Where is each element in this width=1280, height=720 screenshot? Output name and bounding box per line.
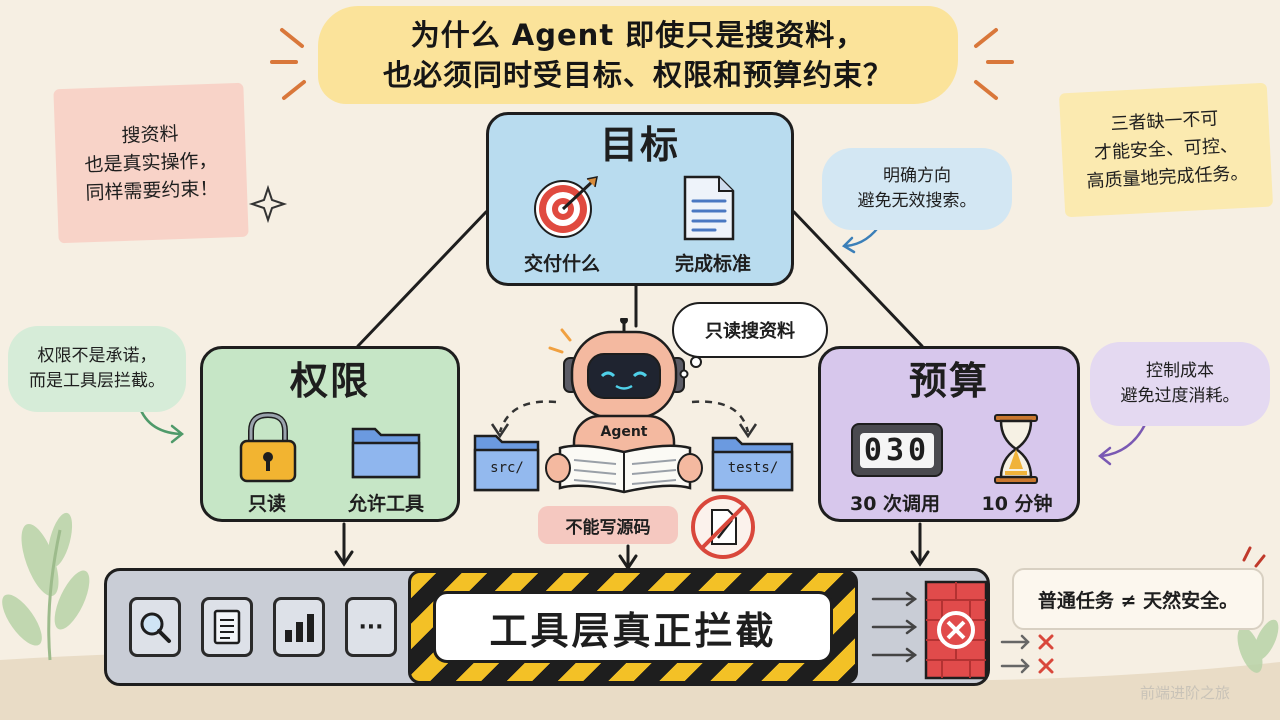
brick-wall-icon — [924, 580, 988, 680]
permission-title: 权限 — [289, 359, 370, 403]
permission-box: 权限 只读 允许工具 — [200, 346, 460, 522]
goal-item-criteria: 完成标准 — [674, 253, 751, 275]
goal-title: 目标 — [599, 123, 680, 167]
src-folder-label: src/ — [490, 460, 524, 476]
thought-bubble: 只读搜资料 — [672, 302, 828, 358]
thought-dots — [679, 356, 702, 379]
page-title: 为什么 Agent 即使只是搜资料， 也必须同时受目标、权限和预算约束？ — [382, 18, 893, 92]
budget-box: 预算 030 30 次调用 10 分钟 — [818, 346, 1080, 522]
goal-item-deliverable: 交付什么 — [523, 253, 600, 275]
note-all-three-text: 三者缺一不可 才能安全、可控、 高质量地完成任务。 — [1086, 108, 1249, 193]
document-icon — [213, 609, 241, 645]
bubble-budget-text: 控制成本 避免过度消耗。 — [1120, 361, 1240, 406]
note-normal-task: 普通任务 ≠ 天然安全。 — [1012, 568, 1264, 630]
budget-title: 预算 — [908, 359, 989, 403]
tests-folder-icon — [711, 436, 794, 492]
target-icon — [534, 176, 598, 238]
note-all-three: 三者缺一不可 才能安全、可控、 高质量地完成任务。 — [1058, 82, 1274, 218]
tool-chart-button[interactable] — [273, 597, 325, 657]
search-icon — [140, 612, 171, 643]
tests-folder-label: tests/ — [727, 460, 779, 476]
bubble-goal-text: 明确方向 避免无效搜索。 — [857, 166, 977, 211]
tool-more-button[interactable]: ··· — [345, 597, 397, 657]
no-write-tag: 不能写源码 — [538, 506, 678, 544]
tool-document-button[interactable] — [201, 597, 253, 657]
budget-item-minutes: 10 分钟 — [981, 493, 1053, 515]
robot-agent-icon — [545, 318, 703, 494]
bubble-permission: 权限不是承诺， 而是工具层拦截。 — [8, 326, 186, 412]
more-icon: ··· — [358, 614, 384, 640]
permission-item-allowed-tools: 允许工具 — [347, 493, 424, 515]
budget-item-calls: 30 次调用 — [849, 493, 941, 515]
thought-text: 只读搜资料 — [705, 321, 795, 342]
flow-arrows-icon — [871, 591, 918, 663]
title-banner: 为什么 Agent 即使只是搜资料， 也必须同时受目标、权限和预算约束？ — [318, 6, 958, 104]
bubble-permission-text: 权限不是承诺， 而是工具层拦截。 — [29, 346, 165, 391]
blocked-arrows-icon — [1000, 634, 1054, 674]
watermark: 前端进阶之旅 — [1140, 684, 1231, 702]
note-normal-task-text: 普通任务 ≠ 天然安全。 — [1037, 589, 1239, 612]
goal-box: 目标 交付什么 完成标准 — [486, 112, 794, 286]
bar-chart-icon — [285, 614, 314, 642]
permission-item-readonly: 只读 — [247, 493, 286, 515]
hourglass-icon — [994, 414, 1038, 484]
bubble-budget: 控制成本 避免过度消耗。 — [1090, 342, 1270, 426]
counter-icon: 030 — [851, 423, 943, 477]
tool-search-button[interactable] — [129, 597, 181, 657]
tool-block-hazard: 工具层真正拦截 — [408, 570, 858, 684]
tool-block-label: 工具层真正拦截 — [433, 591, 833, 663]
agent-label: Agent — [600, 424, 648, 440]
lock-icon — [239, 411, 297, 483]
note-search-is-real: 搜资料 也是真实操作， 同样需要约束！ — [53, 82, 249, 244]
note-search-is-real-text: 搜资料 也是真实操作， 同样需要约束！ — [84, 123, 219, 205]
folder-icon — [351, 427, 421, 479]
counter-value: 030 — [859, 432, 935, 468]
src-folder-icon — [473, 434, 540, 492]
document-icon — [683, 175, 735, 241]
no-edit-icon — [691, 495, 755, 559]
bubble-goal: 明确方向 避免无效搜索。 — [822, 148, 1012, 230]
no-write-text: 不能写源码 — [565, 517, 651, 538]
